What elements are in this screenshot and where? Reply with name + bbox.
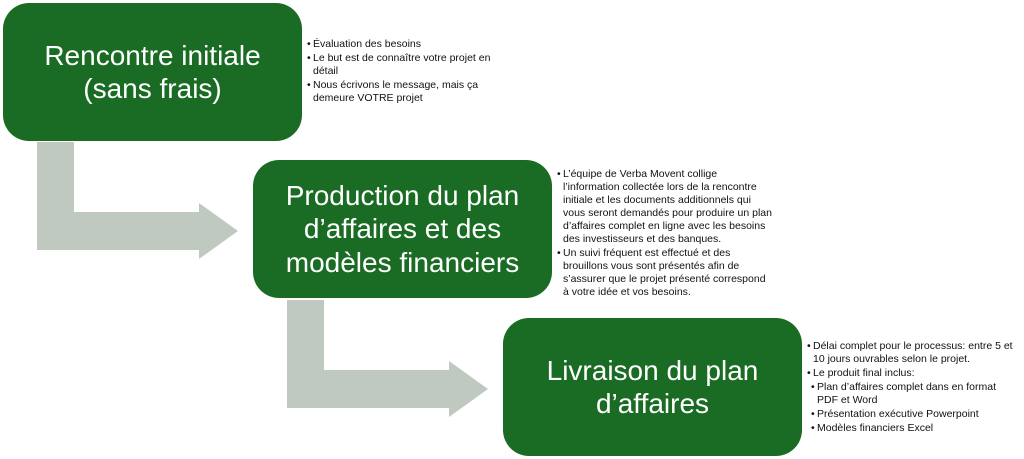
step-3-box: Livraison du plan d’affaires bbox=[503, 318, 802, 456]
note: Délai complet pour le processus: entre 5… bbox=[807, 340, 1017, 366]
step-1-box: Rencontre initiale (sans frais) bbox=[3, 3, 302, 141]
step-1-notes: Évaluation des besoins Le but est de con… bbox=[307, 38, 507, 106]
note: Le produit final inclus: bbox=[807, 367, 1017, 380]
step-3-notes: Délai complet pour le processus: entre 5… bbox=[807, 340, 1017, 436]
note: Nous écrivons le message, mais ça demeur… bbox=[307, 79, 507, 105]
note: Évaluation des besoins bbox=[307, 38, 507, 51]
bent-arrow-2 bbox=[287, 300, 488, 417]
step-1-title: Rencontre initiale (sans frais) bbox=[44, 39, 261, 104]
note: Le but est de connaître votre projet en … bbox=[307, 52, 507, 78]
sub-note: Modèles financiers Excel bbox=[811, 422, 1017, 435]
step-3-title: Livraison du plan d’affaires bbox=[546, 354, 759, 419]
step-2-title: Production du plan d’affaires et des mod… bbox=[285, 180, 520, 278]
note: Un suivi fréquent est effectué et des br… bbox=[557, 247, 772, 299]
sub-note: Plan d’affaires complet dans en format P… bbox=[811, 381, 1017, 407]
step-2-box: Production du plan d’affaires et des mod… bbox=[253, 160, 552, 298]
sub-note: Présentation exécutive Powerpoint bbox=[811, 408, 1017, 421]
step-2-notes: L’équipe de Verba Movent collige l’infor… bbox=[557, 168, 772, 300]
note: L’équipe de Verba Movent collige l’infor… bbox=[557, 168, 772, 246]
bent-arrow-1 bbox=[37, 142, 238, 259]
